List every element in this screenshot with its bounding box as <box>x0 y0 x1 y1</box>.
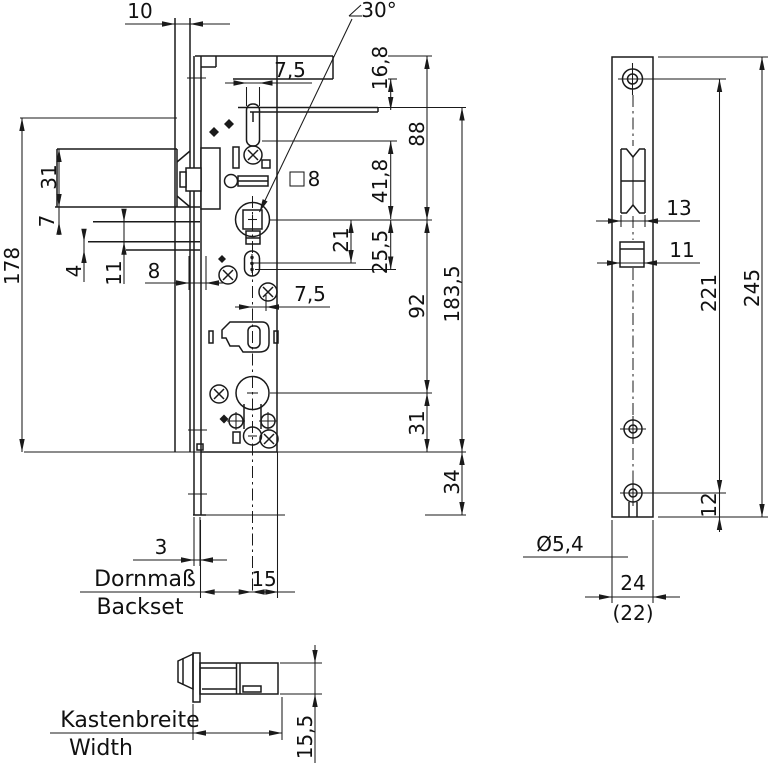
front-view-lock-body <box>24 18 466 598</box>
latch-cutout <box>620 148 646 214</box>
dim-faceplate-length: 245 <box>740 269 764 307</box>
dim-angle: 30° <box>361 0 396 22</box>
faceplate-view: 13 11 221 12 2 <box>523 56 768 625</box>
dim-cutout-height: 183,5 <box>440 265 464 322</box>
dim-follower-to-hole: 21 <box>329 227 353 252</box>
dim-follower-to-cylinder: 92 <box>405 293 429 318</box>
dim-screw-distance: 221 <box>697 274 721 312</box>
dim-spindle-gap-4: 4 <box>62 265 86 278</box>
dim-handle-box-height: 31 <box>37 164 61 189</box>
dim-hub-depth: 8 <box>148 259 161 283</box>
dim-latch-to-follower: 41,8 <box>368 159 392 204</box>
dim-backset-value: 15 <box>251 567 276 591</box>
label-width-en: Width <box>69 736 133 761</box>
dim-faceplate-width: 24 <box>620 571 645 595</box>
diamond-marks <box>209 119 234 424</box>
dim-case-top-to-follower: 88 <box>405 121 429 146</box>
label-width-de: Kastenbreite <box>60 708 199 733</box>
fixing-holes <box>227 412 277 430</box>
dim-faceplate-thickness: 3 <box>155 535 168 559</box>
dim-bottom-extension: 34 <box>440 469 464 494</box>
dim-case-depth: 15,5 <box>293 715 317 760</box>
front-view-dimensions: 10 30° 7,5 8 16,8 41,8 25,5 88 92 31 183 <box>0 0 465 620</box>
hook-bolt <box>208 321 279 353</box>
dim-plate-offset: 10 <box>127 0 152 23</box>
dim-hole-offset: 25,5 <box>368 230 392 275</box>
dim-latch-slot-width: 7,5 <box>274 58 306 82</box>
dim-total-height: 178 <box>0 247 24 285</box>
dim-cylinder-to-bottom: 31 <box>405 410 429 435</box>
top-view: 15,5 Kastenbreite Width <box>50 645 322 763</box>
screw-marks <box>209 145 279 449</box>
dim-bolt-cutout-width: 11 <box>669 238 694 262</box>
dim-handle-box-7: 7 <box>35 215 59 228</box>
dim-square-follower: 8 <box>308 167 321 191</box>
dim-latch-top: 16,8 <box>368 46 392 91</box>
label-backset-de: Dornmaß <box>94 567 196 592</box>
dim-cylinder-offset: 7,5 <box>294 282 326 306</box>
dim-spindle-gap-11: 11 <box>102 260 126 285</box>
dim-latch-cutout-width: 13 <box>666 196 691 220</box>
dim-hole-diameter: Ø5,4 <box>536 532 584 556</box>
label-backset-en: Backset <box>96 595 183 620</box>
dim-faceplate-width-alt: (22) <box>612 601 653 625</box>
dim-hole-to-end: 12 <box>697 492 721 517</box>
